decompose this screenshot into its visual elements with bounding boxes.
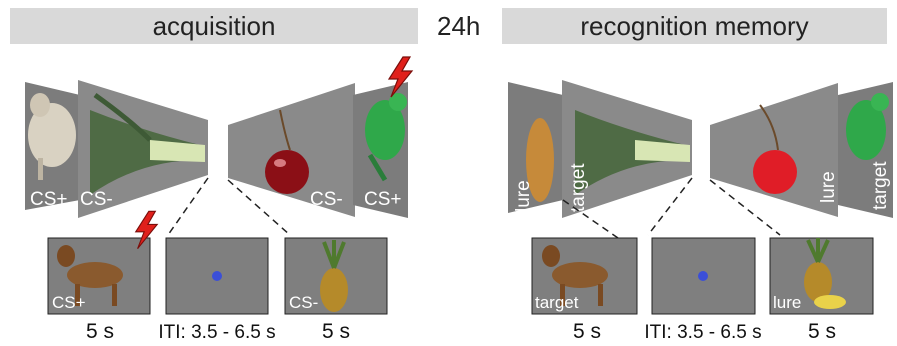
iti-duration: ITI: 3.5 - 6.5 s bbox=[158, 322, 275, 343]
stim-duration: 5 s bbox=[573, 320, 601, 343]
acquisition-header: acquisition bbox=[10, 8, 418, 44]
recognition-trial: target lure 5 s ITI: 3.5 - 6.5 s 5 s bbox=[531, 237, 874, 343]
stimulus-label-lure-1: lure bbox=[513, 180, 534, 212]
leek-image bbox=[575, 110, 690, 195]
stimulus-label-target-2: target bbox=[870, 161, 891, 210]
stimulus-label-target-1: target bbox=[568, 163, 589, 212]
lure-panel-2 bbox=[710, 83, 838, 217]
pineapple-image bbox=[804, 238, 846, 309]
cherry-image bbox=[265, 109, 309, 194]
acquisition-trial: CS+ CS- 5 s ITI: 3.5 - 6.5 s 5 s bbox=[47, 210, 388, 343]
trial-label-cs-minus: CS- bbox=[289, 293, 318, 312]
stimulus-label-cs-plus-2: CS+ bbox=[364, 189, 402, 210]
acquisition-stimuli: CS+ CS- CS- CS+ bbox=[25, 56, 413, 218]
delay-label: 24h bbox=[437, 11, 481, 41]
trial-label-lure: lure bbox=[773, 293, 801, 312]
fixation-dot bbox=[698, 271, 708, 281]
cherry-panel bbox=[228, 83, 355, 217]
parrot-image bbox=[365, 93, 407, 182]
dog-image bbox=[542, 245, 608, 306]
fox-image bbox=[526, 118, 554, 202]
stim-duration: 5 s bbox=[86, 320, 114, 343]
leek-image bbox=[90, 92, 205, 195]
stim-duration-2: 5 s bbox=[808, 320, 836, 343]
sheep-image bbox=[28, 93, 76, 180]
stimulus-label-cs-minus-2: CS- bbox=[310, 189, 343, 210]
pineapple-image bbox=[320, 240, 348, 312]
trial-label-cs-plus: CS+ bbox=[52, 293, 86, 312]
stimulus-label-cs-plus-1: CS+ bbox=[30, 189, 68, 210]
cherry-image bbox=[753, 104, 797, 194]
iti-duration: ITI: 3.5 - 6.5 s bbox=[644, 322, 761, 343]
stimulus-label-cs-minus-1: CS- bbox=[80, 189, 113, 210]
stimulus-label-lure-2: lure bbox=[818, 171, 839, 203]
parrot-image bbox=[846, 93, 889, 160]
fixation-dot bbox=[212, 271, 222, 281]
recognition-header: recognition memory bbox=[502, 8, 887, 44]
dog-image bbox=[57, 245, 123, 306]
stim-duration-2: 5 s bbox=[322, 320, 350, 343]
recognition-stimuli: lure target lure target bbox=[508, 80, 893, 218]
trial-label-target: target bbox=[535, 293, 579, 312]
